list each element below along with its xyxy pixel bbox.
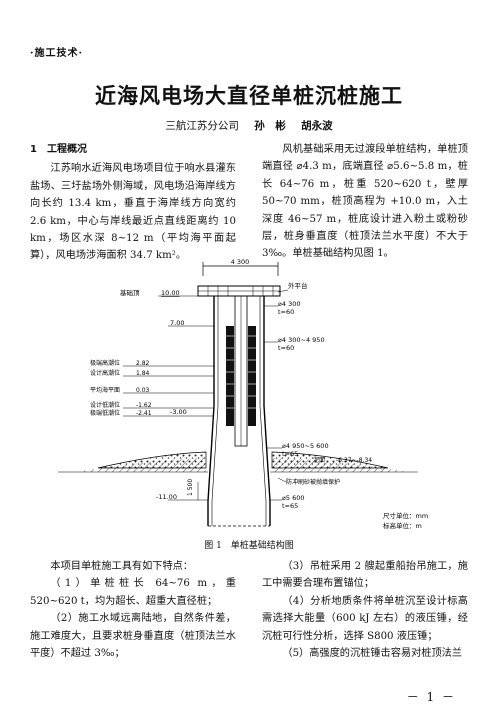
high-tide-label: 极端高潮位 bbox=[90, 359, 120, 367]
left-column-bottom: 本项目单桩施工具有如下特点： （1）单桩桩长 64~76 m，重 520~620… bbox=[30, 558, 236, 662]
thick-label-4: t=65 bbox=[282, 502, 298, 510]
elev-m1-62: -1.62 bbox=[136, 402, 152, 409]
elev-10: 10.00 bbox=[161, 289, 180, 297]
elev-2-82: 2.82 bbox=[136, 360, 150, 367]
dia-label-4: ⌀5 600 bbox=[282, 494, 305, 502]
elev-m2-41: -2.41 bbox=[136, 410, 152, 417]
author-2: 胡永波 bbox=[301, 120, 333, 132]
elev-0-03: 0.03 bbox=[136, 387, 150, 394]
dia-label-1: ⌀4 300 bbox=[278, 300, 301, 308]
thick-label-1: t=60 bbox=[278, 308, 294, 316]
feature-item-3: （3）吊桩采用 2 艘起重船抬吊施工，施工中需要合理布置锚位； bbox=[262, 561, 468, 590]
feature-item-4: （4）分析地质条件将单桩沉至设计标高需选择大能量（600 kJ 左右）的液压锤，… bbox=[262, 595, 468, 642]
pile-wall-right bbox=[263, 296, 271, 526]
section-tag: ·施工技术· bbox=[30, 48, 83, 59]
article-title: 近海风电场大直径单桩沉桩施工 bbox=[95, 84, 403, 108]
paragraph-overview: 江苏响水近海风电场项目位于响水县灌东盐场、三圩盐场外侧海域，风电场沿海岸线方向长… bbox=[30, 163, 236, 262]
paragraph-foundation: 风机基础采用无过渡段单桩结构，单桩顶端直径 ⌀4.3 m，底端直径 ⌀5.6~5… bbox=[262, 144, 468, 260]
elev-m3: -3.00 bbox=[170, 408, 187, 416]
feature-item-2: （2）施工水域远离陆地，自然条件差，施工难度大，且要求桩身垂直度（桩顶法兰水平度… bbox=[30, 613, 236, 660]
extreme-low-label: 极端低潮位 bbox=[90, 409, 120, 417]
right-column-top: 风机基础采用无过渡段单桩结构，单桩顶端直径 ⌀4.3 m，底端直径 ⌀5.6~5… bbox=[262, 141, 468, 263]
unit-elev: 标高单位：m bbox=[383, 521, 422, 530]
section-heading: 1 工程概况 bbox=[30, 144, 87, 155]
width-label: 4 300 bbox=[231, 258, 250, 266]
left-column-top: 1 工程概况 江苏响水近海风电场项目位于响水县灌东盐场、三圩盐场外侧海域，风电场… bbox=[30, 141, 236, 265]
base-top-label: 基础顶 bbox=[120, 288, 140, 297]
mean-sea-label: 平均海平面 bbox=[90, 386, 120, 394]
features-intro: 本项目单桩施工具有如下特点： bbox=[50, 561, 194, 572]
affiliation: 三航江苏分公司 bbox=[165, 120, 239, 132]
right-column-bottom: （3）吊桩采用 2 艘起重船抬吊施工，施工中需要合理布置锚位； （4）分析地质条… bbox=[262, 558, 468, 662]
author-1: 孙 彬 bbox=[254, 120, 286, 132]
dim-1500: 1 500 bbox=[187, 479, 194, 496]
elev-7: 7.00 bbox=[170, 319, 184, 327]
scour-label: 防冲刷砂被抛填保护 bbox=[286, 478, 340, 486]
dia-label-2: ⌀4 300~4 950 bbox=[278, 336, 325, 344]
dia-label-3: ⌀4 950~5 600 bbox=[282, 442, 329, 450]
unit-size: 尺寸单位：mm bbox=[383, 511, 428, 520]
elev-1-84: 1.84 bbox=[136, 370, 150, 377]
design-low-label: 设计低潮位 bbox=[90, 401, 120, 409]
mudline-value: -6.37~-8.34 bbox=[336, 457, 372, 464]
figure-caption: 图 1 单桩基础结构图 bbox=[204, 541, 294, 551]
feature-item-1: （1）单桩桩长 64~76 m，重 520~620 t，均为超长、超重大直径桩； bbox=[30, 578, 236, 607]
pile-wall-left bbox=[207, 296, 215, 526]
inner-boat-landing bbox=[226, 295, 256, 447]
feature-item-5: （5）高强度的沉桩锤击容易对桩顶法兰 bbox=[282, 648, 463, 660]
elev-m11: -11.00 bbox=[156, 493, 177, 501]
page-number: － 1 － bbox=[406, 690, 456, 704]
platform-label: 外平台 bbox=[288, 281, 308, 290]
monopile-structure-figure: 4 300 外平台 bbox=[58, 258, 428, 530]
thick-label-2: t=60 bbox=[278, 344, 294, 352]
mudline-label: 泥面 bbox=[313, 456, 325, 464]
design-high-label: 设计高潮位 bbox=[90, 369, 120, 377]
authors-line: 三航江苏分公司 孙 彬 胡永波 bbox=[0, 118, 498, 133]
